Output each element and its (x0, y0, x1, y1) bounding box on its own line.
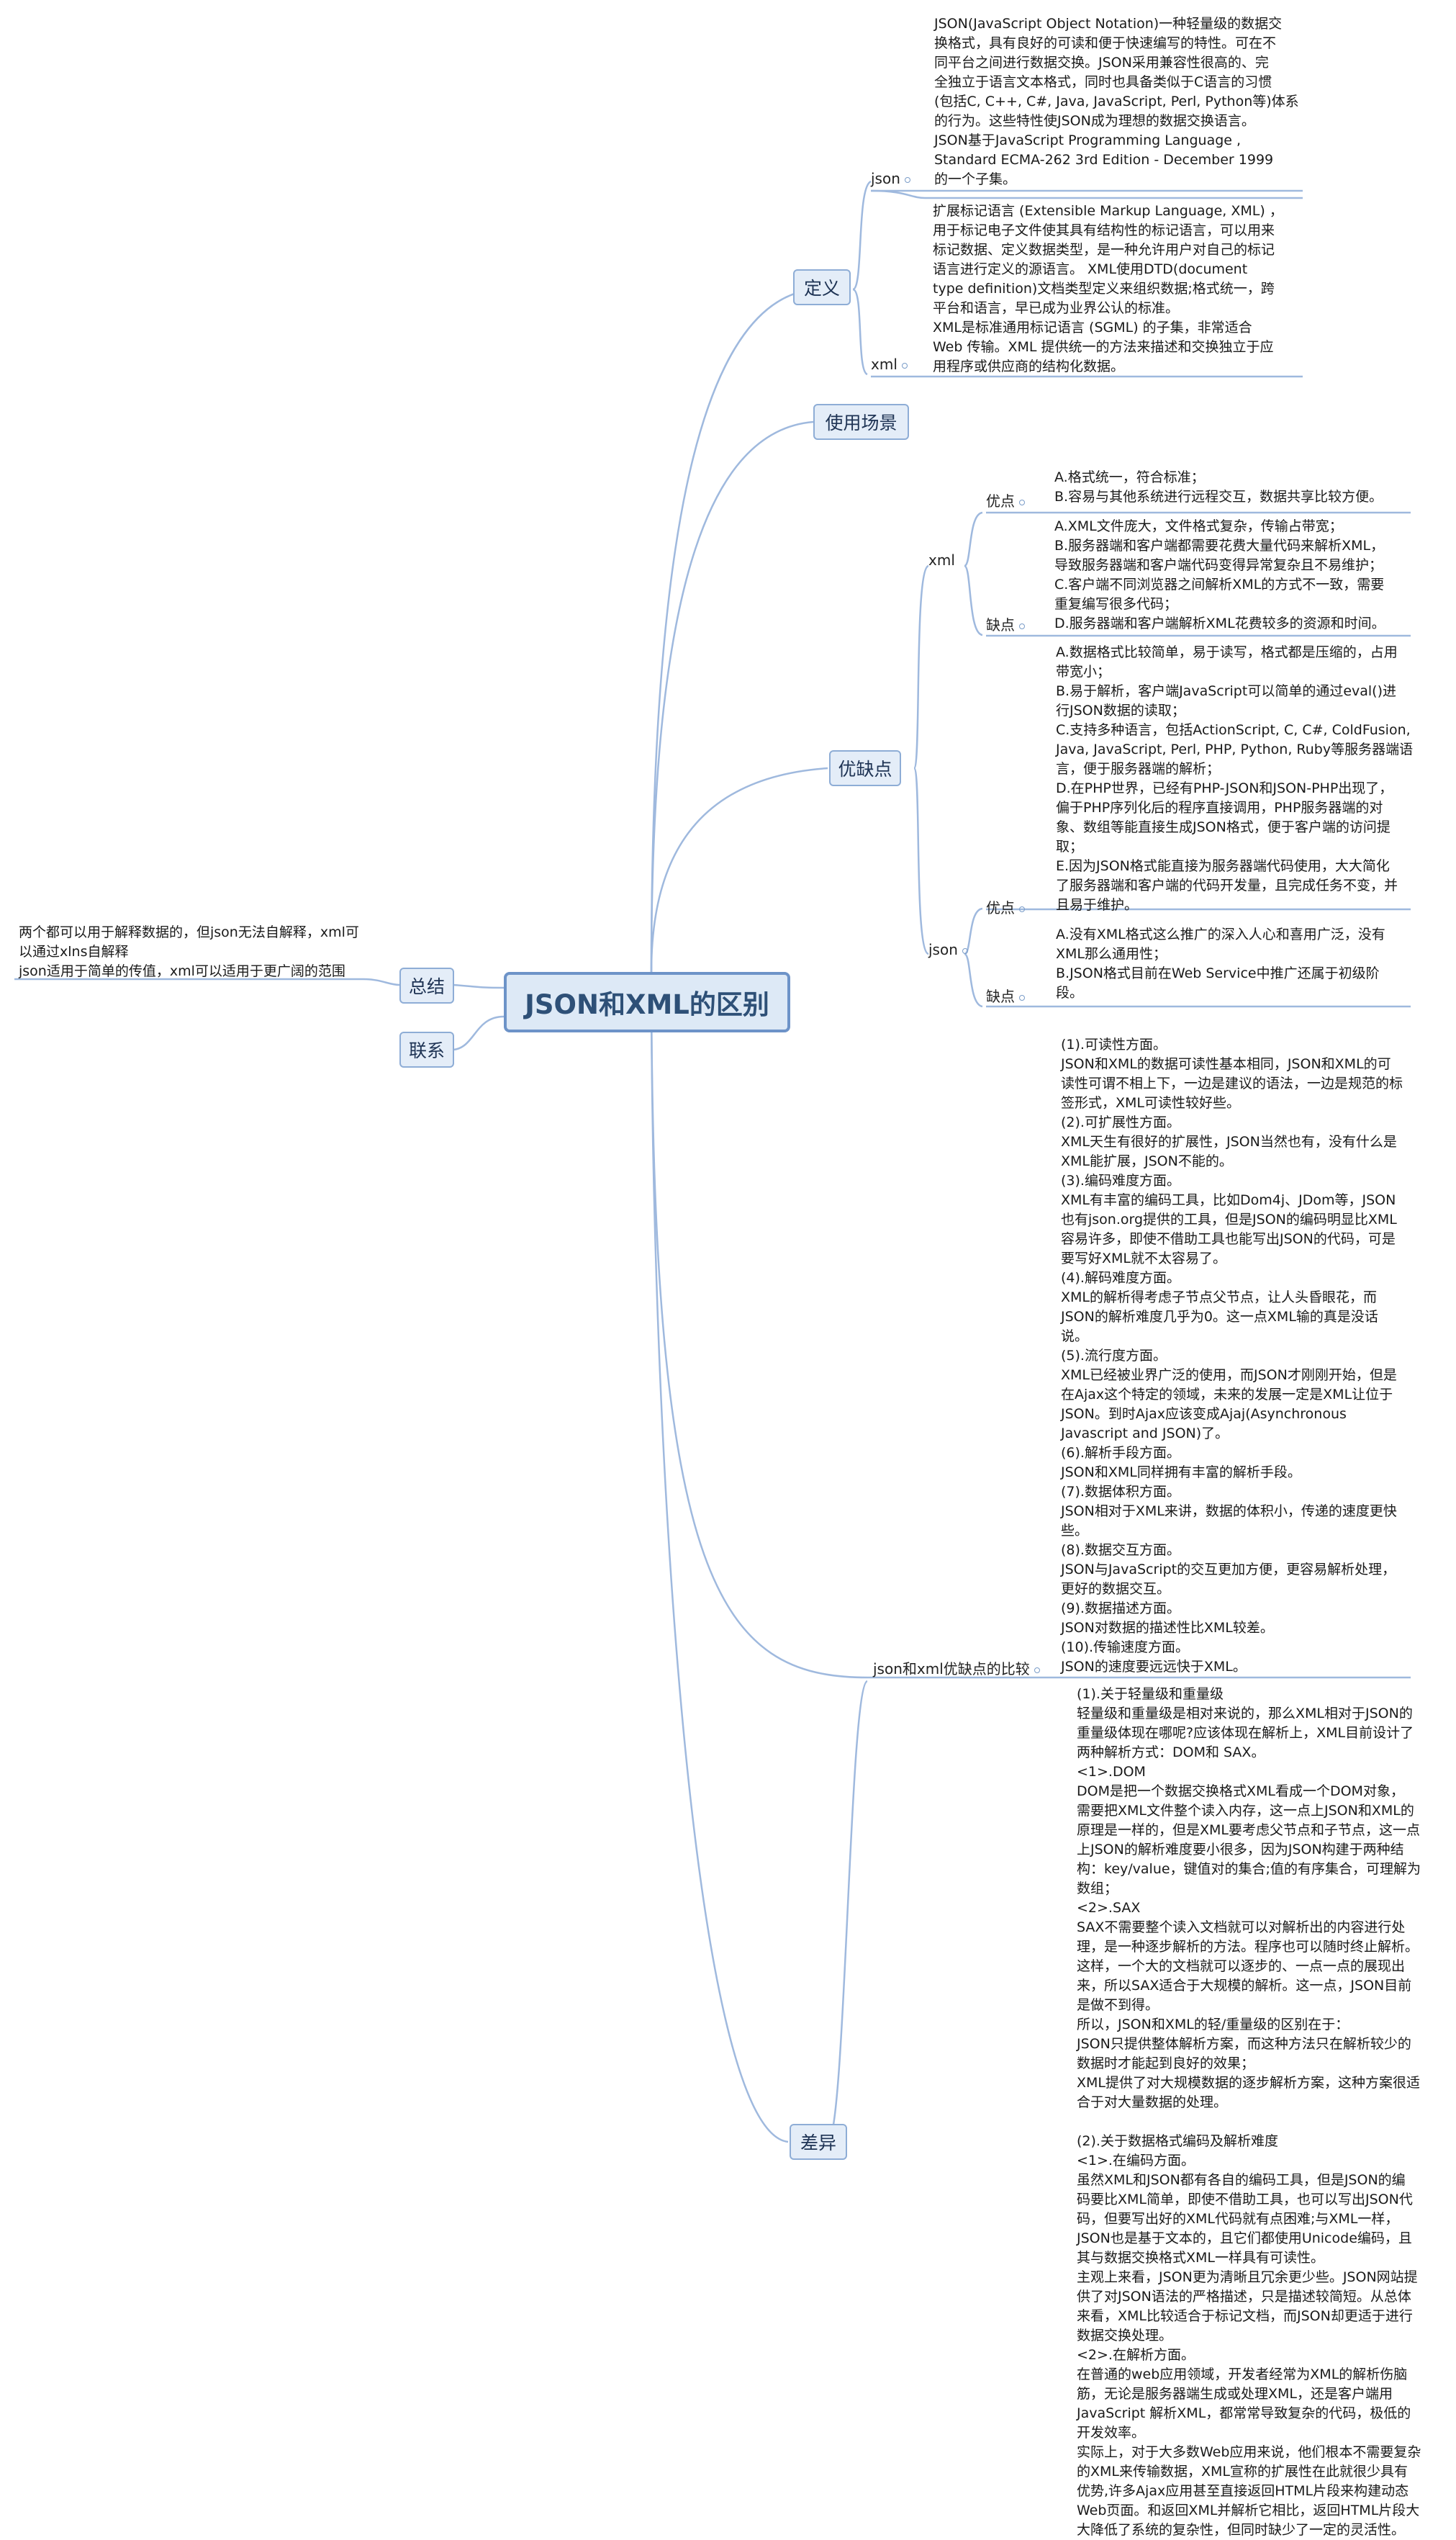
label-def-json[interactable]: json (871, 170, 910, 187)
label-pc-xml[interactable]: xml (928, 551, 955, 569)
label-text: 缺点 (986, 616, 1015, 634)
label-text: xml (928, 551, 955, 569)
label-json-cons[interactable]: 缺点 (986, 985, 1025, 1006)
topic-pros-cons[interactable]: 优缺点 (829, 750, 901, 786)
label-json-pros[interactable]: 优点 (986, 896, 1025, 917)
label-text: json (871, 170, 900, 187)
topic-usage[interactable]: 使用场景 (813, 404, 909, 440)
note-def-xml: 扩展标记语言 (Extensible Markup Language, XML)… (933, 203, 1283, 374)
label-text: 缺点 (986, 988, 1015, 1005)
note-json-cons: A.没有XML格式这么推广的深入人心和喜用广泛，没有 XML那么通用性； B.J… (1056, 927, 1385, 1001)
note-def-json: JSON(JavaScript Object Notation)一种轻量级的数据… (934, 16, 1299, 187)
note-xml-pros: A.格式统一，符合标准； B.容易与其他系统进行远程交互，数据共享比较方便。 (1054, 469, 1383, 505)
label-xml-cons[interactable]: 缺点 (986, 613, 1025, 634)
topic-relation[interactable]: 联系 (399, 1032, 454, 1068)
node-dot-icon (1019, 623, 1025, 629)
topic-summary[interactable]: 总结 (399, 968, 454, 1004)
note-json-pros: A.数据格式比较简单，易于读写，格式都是压缩的，占用 带宽小； B.易于解析，客… (1056, 644, 1414, 913)
node-dot-icon (1019, 994, 1025, 1001)
label-pc-json[interactable]: json (928, 941, 968, 958)
label-text: xml (871, 356, 897, 373)
node-dot-icon (962, 947, 968, 954)
node-dot-icon (1019, 499, 1025, 505)
node-dot-icon (1019, 906, 1025, 912)
note-summary: 两个都可以用于解释数据的，但json无法自解释，xml可 以通过xlns自解释 … (19, 924, 359, 979)
node-dot-icon (901, 362, 908, 369)
topic-difference[interactable]: 差异 (790, 2124, 847, 2160)
note-difference: (1).关于轻量级和重量级 轻量级和重量级是相对来说的，那么XML相对于JSON… (1077, 1686, 1421, 2538)
note-comparison: (1).可读性方面。 JSON和XML的数据可读性基本相同，JSON和XML的可… (1061, 1037, 1403, 1675)
topic-definition[interactable]: 定义 (793, 269, 851, 305)
label-text: 优点 (986, 899, 1015, 917)
root-topic[interactable]: JSON和XML的区别 (504, 972, 790, 1032)
note-xml-cons: A.XML文件庞大，文件格式复杂，传输占带宽； B.服务器端和客户端都需要花费大… (1054, 518, 1385, 631)
label-def-xml[interactable]: xml (871, 356, 908, 373)
node-dot-icon (904, 176, 910, 183)
label-xml-pros[interactable]: 优点 (986, 490, 1025, 510)
label-text: json和xml优缺点的比较 (873, 1660, 1030, 1677)
label-text: 优点 (986, 492, 1015, 510)
label-text: json (928, 941, 958, 958)
label-comparison[interactable]: json和xml优缺点的比较 (873, 1657, 1040, 1678)
node-dot-icon (1034, 1667, 1040, 1673)
